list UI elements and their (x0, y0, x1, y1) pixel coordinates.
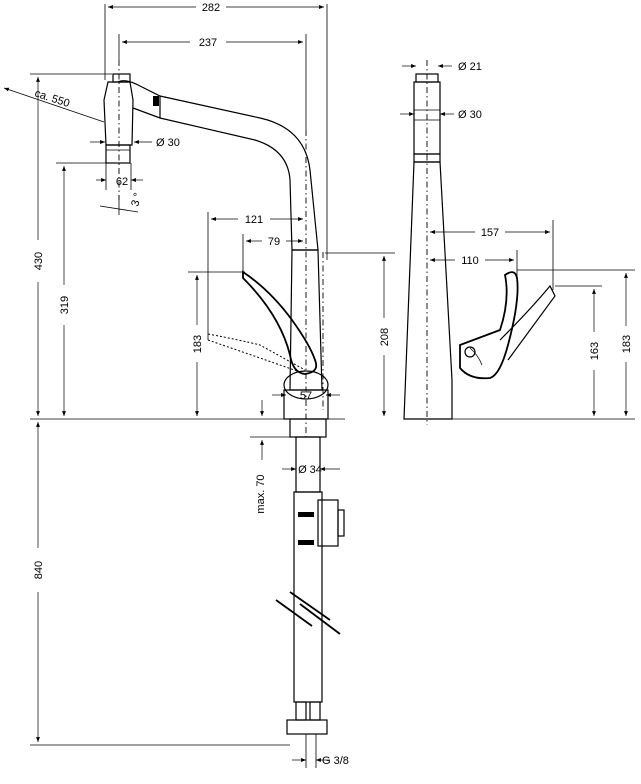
dim-connection: G 3/8 (322, 755, 349, 767)
below-deck-assembly (275, 418, 345, 735)
dim-height-spout: 319 (59, 296, 71, 314)
side-dim-lever-reach: 157 (481, 227, 499, 239)
dim-below-deck: 840 (33, 561, 45, 579)
side-lever (459, 271, 519, 380)
dim-lever-reach: 121 (245, 214, 263, 226)
dim-head-diameter: Ø 30 (156, 137, 180, 149)
side-dim-lever-height: 163 (589, 342, 601, 360)
dim-reach: 237 (199, 37, 217, 49)
lever (207, 270, 318, 375)
dim-height-total: 430 (33, 252, 45, 270)
spray-head (103, 73, 159, 164)
side-view: Ø 21 Ø 30 157 110 163 183 (400, 60, 635, 425)
spout (117, 80, 319, 251)
side-dim-head-diameter: Ø 30 (458, 109, 482, 121)
dim-base-diameter: Ø 34 (298, 464, 322, 476)
dim-spray-angle: 3 ° (129, 192, 144, 208)
dim-lever-offset: 79 (268, 236, 280, 248)
front-view: 282 237 Ø 30 62 3 ° ca. 550 430 319 (3, 2, 395, 768)
side-dim-height: 183 (621, 335, 633, 353)
side-dim-lever-offset: 110 (461, 255, 479, 267)
dim-body-height: 208 (379, 328, 391, 346)
dim-base-width: 57 (300, 390, 312, 402)
side-body (403, 161, 453, 420)
dim-head-spacing: 62 (116, 176, 128, 188)
dim-width-total: 282 (202, 2, 220, 14)
dim-lever-height: 183 (192, 335, 204, 353)
side-dim-top-diameter: Ø 21 (458, 61, 482, 73)
dim-max-deck: max. 70 (255, 474, 267, 513)
dim-hose-length: ca. 550 (33, 87, 71, 110)
